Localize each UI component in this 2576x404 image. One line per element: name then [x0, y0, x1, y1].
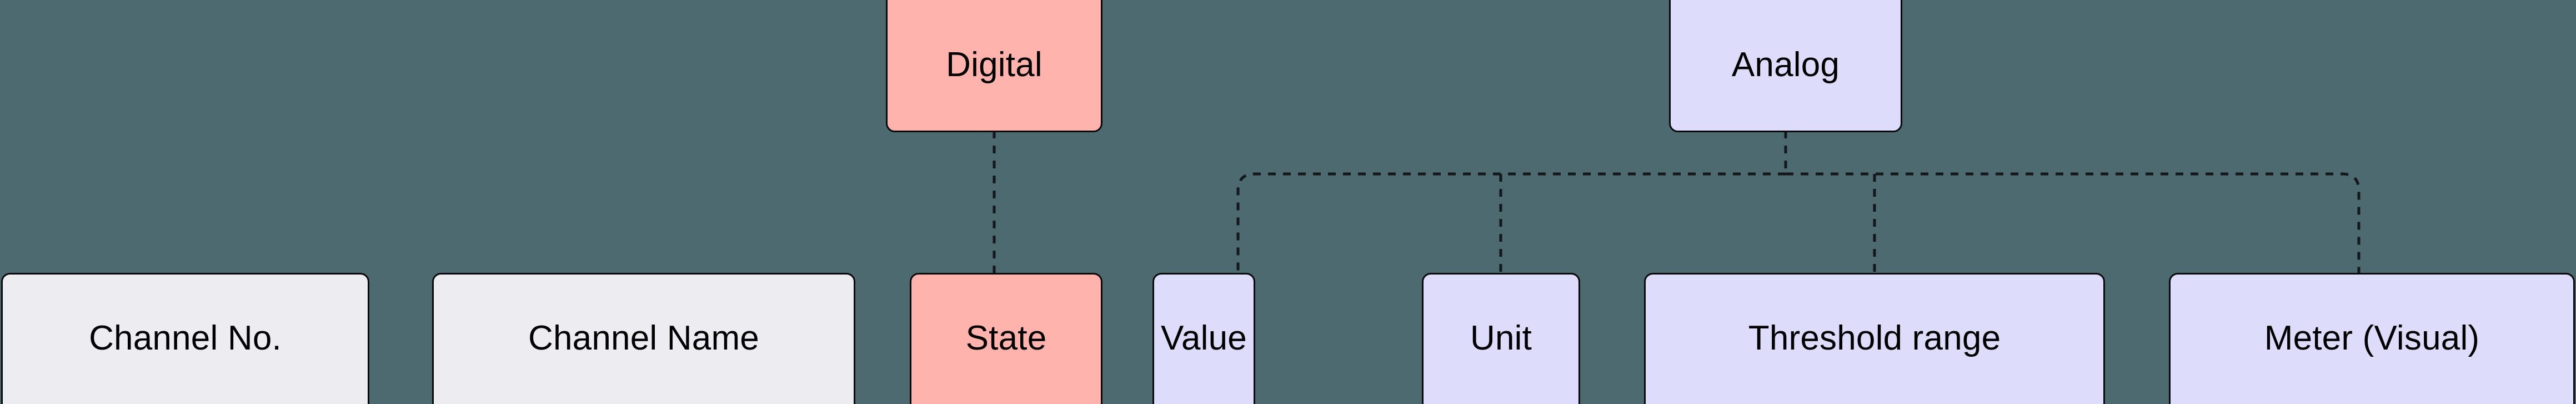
node-channel-no-label: Channel No. — [89, 319, 282, 357]
node-digital[interactable]: Digital — [886, 0, 1102, 132]
node-analog-label: Analog — [1731, 46, 1840, 84]
edge-analog-value — [1236, 172, 1786, 273]
node-digital-label: Digital — [946, 46, 1043, 84]
node-threshold-range[interactable]: Threshold range — [1644, 273, 2105, 404]
node-unit[interactable]: Unit — [1422, 273, 1580, 404]
edge-analog-meter — [1786, 172, 2361, 273]
node-meter-visual-label: Meter (Visual) — [2264, 319, 2480, 357]
node-unit-label: Unit — [1470, 319, 1532, 357]
node-threshold-range-label: Threshold range — [1748, 319, 2001, 357]
node-meter-visual[interactable]: Meter (Visual) — [2169, 273, 2575, 404]
node-state[interactable]: State — [910, 273, 1102, 404]
node-channel-no[interactable]: Channel No. — [1, 273, 369, 404]
node-value[interactable]: Value — [1152, 273, 1255, 404]
node-analog[interactable]: Analog — [1669, 0, 1902, 132]
node-state-label: State — [965, 319, 1047, 357]
node-channel-name-label: Channel Name — [528, 319, 759, 357]
node-value-label: Value — [1161, 319, 1247, 357]
node-channel-name[interactable]: Channel Name — [432, 273, 855, 404]
